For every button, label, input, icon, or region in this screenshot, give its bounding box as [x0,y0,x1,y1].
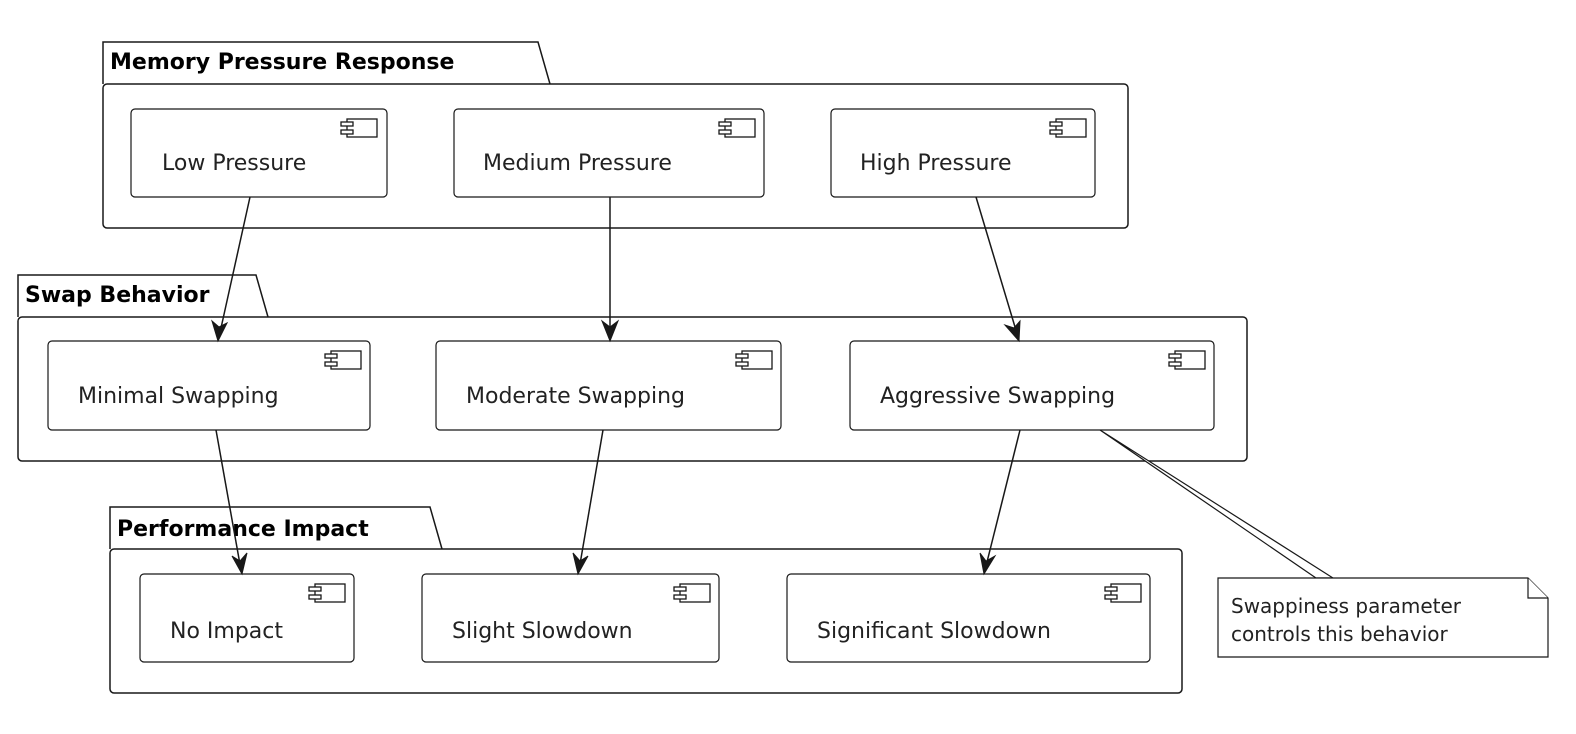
component-minimal-swapping: Minimal Swapping [47,340,371,431]
component-icon [718,118,756,138]
component-significant-slowdown: Significant Slowdown [786,573,1151,663]
component-icon [340,118,378,138]
arrow-medium-to-moderate [600,197,620,343]
component-aggressive-swapping: Aggressive Swapping [849,340,1215,431]
component-slight-slowdown: Slight Slowdown [421,573,720,663]
package-title: Memory Pressure Response [110,50,454,75]
component-moderate-swapping: Moderate Swapping [435,340,782,431]
component-label: Minimal Swapping [78,384,279,409]
component-icon [1049,118,1087,138]
component-high-pressure: High Pressure [830,108,1096,198]
package-title: Performance Impact [117,517,369,542]
component-no-impact: No Impact [139,573,355,663]
component-icon [673,583,711,603]
package-title: Swap Behavior [25,283,210,308]
arrow-low-to-minimal [211,196,251,343]
component-medium-pressure: Medium Pressure [453,108,765,198]
component-low-pressure: Low Pressure [130,108,388,198]
component-label: High Pressure [860,151,1012,176]
note-line-1: Swappiness parameter [1231,594,1462,618]
arrow-high-to-aggressive [975,196,1021,343]
component-label: Low Pressure [162,151,306,176]
component-label: Medium Pressure [483,151,672,176]
component-label: Slight Slowdown [452,619,633,644]
component-icon [1104,583,1142,603]
component-icon [308,583,346,603]
component-label: No Impact [170,619,283,644]
arrow-aggressive-to-significant [979,429,1021,576]
arrow-minimal-to-no-impact [215,429,248,576]
component-icon [1168,350,1206,370]
component-label: Aggressive Swapping [880,384,1115,409]
note-line-2: controls this behavior [1231,622,1449,646]
component-label: Moderate Swapping [466,384,685,409]
component-icon [735,350,773,370]
arrow-moderate-to-slight [572,429,604,576]
note-swappiness: Swappiness parameter controls this behav… [1099,429,1549,658]
component-icon [324,350,362,370]
component-label: Significant Slowdown [817,619,1051,644]
